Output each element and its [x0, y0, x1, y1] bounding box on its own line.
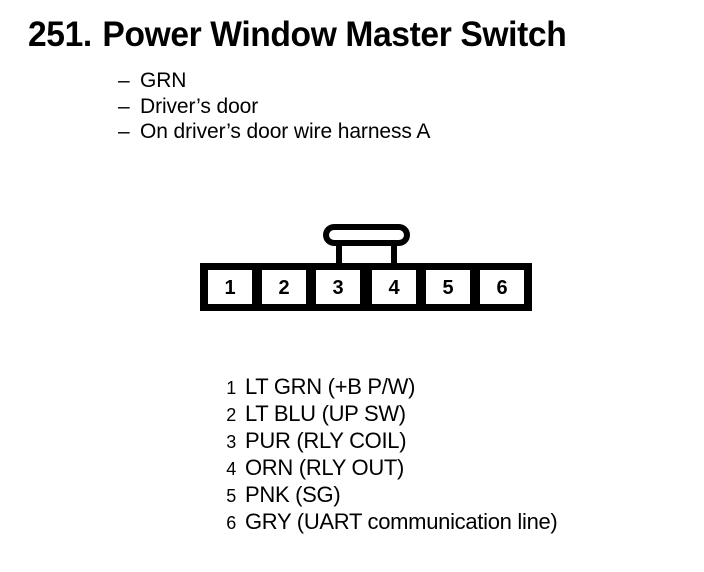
connector-latch-tab [323, 224, 410, 268]
section-title: Power Window Master Switch [102, 15, 567, 54]
description-list: – GRN – Driver’s door – On driver’s door… [118, 68, 430, 145]
dash-bullet-icon: – [118, 69, 130, 92]
pin-number-2: 2 [278, 277, 289, 299]
description-item: – Driver’s door [118, 94, 430, 120]
connector-pin-numbers: 1 2 3 4 5 6 [224, 277, 507, 299]
page-title: 251. Power Window Master Switch [28, 14, 567, 56]
pin-number-3: 3 [332, 277, 343, 299]
pin-legend-row: 6 GRY (UART communication line) [212, 509, 558, 536]
pin-cell-5[interactable] [426, 270, 470, 304]
pin-legend-list: 1 LT GRN (+B P/W) 2 LT BLU (UP SW) 3 PUR… [212, 374, 558, 536]
pin-number-4: 4 [388, 277, 400, 299]
pin-legend-number: 4 [226, 459, 236, 479]
connector-body [200, 263, 532, 311]
pin-number-1: 1 [224, 277, 235, 299]
pin-legend-row: 5 PNK (SG) [212, 482, 557, 509]
description-item: – On driver’s door wire harness A [118, 119, 430, 145]
pin-number-5: 5 [442, 277, 453, 299]
pin-legend-row: 2 LT BLU (UP SW) [212, 401, 557, 428]
pin-number-6: 6 [496, 277, 507, 299]
connector-pin-cells [208, 270, 524, 304]
pin-legend-number: 6 [226, 513, 236, 533]
pin-legend-label: PUR (RLY COIL) [245, 428, 407, 453]
connector-svg: 1 2 3 4 5 6 [200, 224, 532, 311]
dash-bullet-icon: – [118, 120, 130, 143]
pin-legend-number: 1 [226, 378, 236, 398]
dash-bullet-icon: – [118, 94, 130, 118]
pin-cell-1[interactable] [208, 270, 252, 304]
pin-legend-row: 4 ORN (RLY OUT) [212, 455, 557, 482]
pin-legend-number: 2 [226, 405, 236, 425]
pin-legend-number: 3 [226, 432, 236, 452]
description-item: – GRN [118, 68, 430, 94]
pin-legend-label: PNK (SG) [245, 482, 341, 507]
section-number: 251. [28, 15, 92, 54]
description-item-label: On driver’s door wire harness A [140, 120, 431, 143]
pin-legend-label: LT BLU (UP SW) [245, 401, 406, 426]
latch-bar-inner [329, 230, 404, 240]
description-item-label: Driver’s door [140, 94, 259, 118]
pin-legend-label: GRY (UART communication line) [245, 509, 558, 534]
pin-cell-3[interactable] [316, 270, 360, 304]
pin-cell-4[interactable] [372, 270, 416, 304]
pin-legend-label: ORN (RLY OUT) [245, 455, 405, 480]
pin-legend-number: 5 [226, 486, 236, 506]
connector-diagram: 1 2 3 4 5 6 [196, 216, 536, 316]
pin-cell-6[interactable] [480, 270, 524, 304]
pin-legend-row: 1 LT GRN (+B P/W) [212, 374, 557, 401]
pin-legend-row: 3 PUR (RLY COIL) [212, 428, 557, 455]
pin-cell-2[interactable] [262, 270, 306, 304]
pin-legend-label: LT GRN (+B P/W) [245, 374, 416, 399]
description-item-label: GRN [140, 69, 187, 92]
